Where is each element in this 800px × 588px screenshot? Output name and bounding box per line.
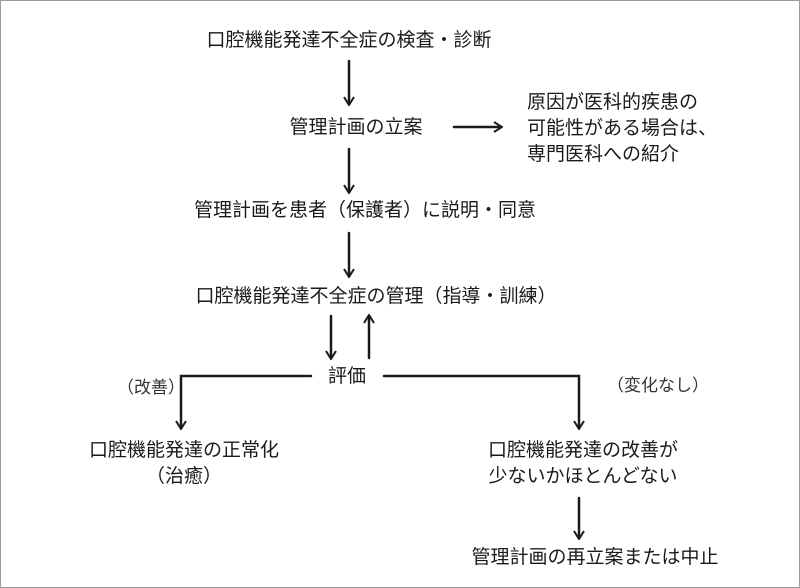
side-note-line-3: 専門医科への紹介	[527, 143, 680, 165]
result-little-improvement-line-1: 口腔機能発達の改善が	[487, 439, 679, 461]
side-note-line-2: 可能性がある場合は、	[527, 117, 718, 139]
step-plan: 管理計画の立案	[289, 116, 423, 138]
step-diagnosis: 口腔機能発達不全症の検査・診断	[206, 29, 492, 51]
result-normalized: 口腔機能発達の正常化 （治癒）	[89, 437, 279, 489]
result-little-improvement: 口腔機能発達の改善が 少ないかほとんどない	[488, 437, 678, 489]
step-evaluation: 評価	[327, 365, 367, 387]
side-note-line-1: 原因が医科的疾患の	[527, 91, 699, 113]
result-little-improvement-line-2: 少ないかほとんどない	[488, 465, 678, 487]
side-note-referral: 原因が医科的疾患の 可能性がある場合は、 専門医科への紹介	[527, 89, 717, 167]
arrow-evaluation-to-left-result	[181, 374, 313, 428]
step-explanation-consent: 管理計画を患者（保護者）に説明・同意	[193, 199, 537, 221]
branch-left-tag: （改善）	[117, 378, 185, 398]
step-replan-or-stop: 管理計画の再立案または中止	[471, 546, 719, 568]
arrow-evaluation-to-right-result	[382, 374, 579, 428]
step-management: 口腔機能発達不全症の管理（指導・訓練）	[195, 285, 557, 307]
result-normalized-line-2: （治癒）	[145, 465, 223, 487]
branch-right-tag: （変化なし）	[607, 376, 709, 396]
result-normalized-line-1: 口腔機能発達の正常化	[88, 439, 280, 461]
